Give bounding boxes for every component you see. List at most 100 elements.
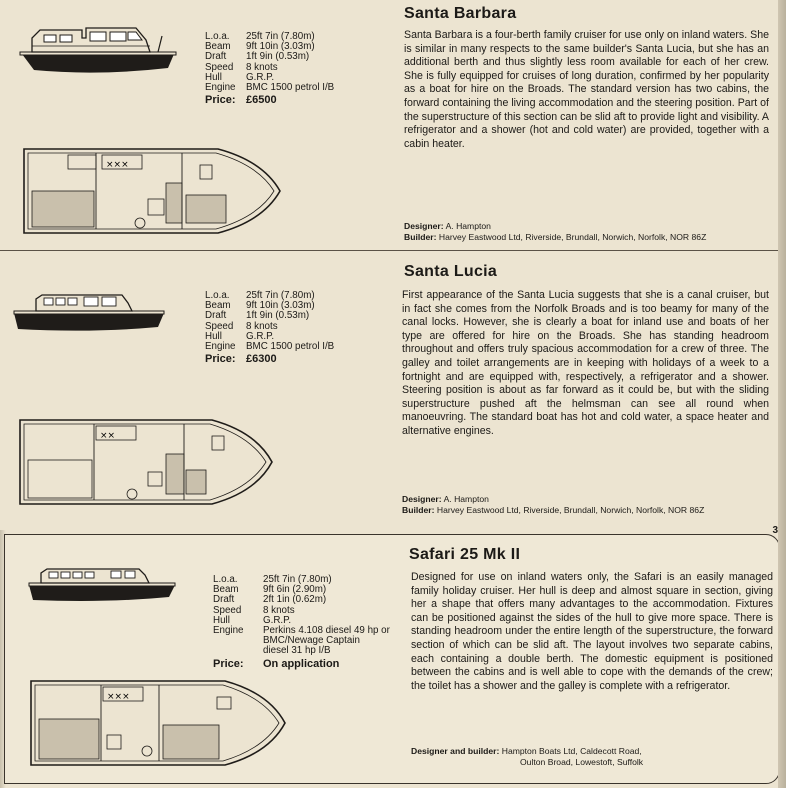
- spec-row: BMC/Newage Captain: [213, 636, 390, 646]
- boat-title: Safari 25 Mk II: [409, 546, 521, 563]
- spec-key: Beam: [205, 300, 231, 312]
- credits: Designer: A. Hampton Builder: Harvey Eas…: [402, 494, 704, 515]
- spec-value: 8 knots: [246, 61, 278, 73]
- spec-key: Engine: [213, 625, 244, 637]
- spec-key: Beam: [213, 584, 239, 596]
- spec-row: Engine BMC 1500 petrol I/B: [205, 82, 335, 94]
- boat-description: Designed for use on inland waters only, …: [411, 571, 773, 692]
- spec-row: Beam 9ft 10in (3.03m): [205, 300, 334, 312]
- spec-value: 2ft 1in (0.62m): [263, 594, 327, 606]
- spec-key: Speed: [213, 604, 242, 616]
- spec-row: Speed 8 knots: [205, 61, 334, 73]
- boat-description: First appearance of the Santa Lucia sugg…: [402, 289, 769, 437]
- spec-value: 8 knots: [263, 604, 295, 616]
- spec-value: 8 knots: [246, 320, 278, 332]
- credits: Designer and builder: Hampton Boats Ltd,…: [411, 746, 643, 767]
- page-fold-shadow: [0, 530, 6, 788]
- spec-row: Hull G.R.P.: [205, 330, 334, 342]
- designer-builder-line-1: Hampton Boats Ltd, Caldecott Road,: [501, 746, 642, 756]
- price-row: Price: £6500: [205, 93, 334, 107]
- spec-value: BMC 1500 petrol I/B: [246, 82, 335, 94]
- boat-profile-illustration: [13, 294, 165, 331]
- spec-value: G.R.P.: [246, 330, 275, 342]
- spec-row: Speed 8 knots: [205, 320, 334, 332]
- price-label: Price:: [205, 353, 236, 366]
- spec-key: Draft: [205, 51, 227, 63]
- builder-label: Builder:: [404, 231, 437, 242]
- spec-row: L.o.a.25ft 7in (7.80m): [205, 31, 334, 42]
- boat-title: Santa Lucia: [404, 263, 498, 280]
- spec-row: diesel 31 hp I/B: [213, 646, 390, 656]
- boat-entry-safari-25: L.o.a. 25ft 7in (7.80m) Beam 9ft 6in (2.90…: [4, 534, 780, 784]
- spec-row: Engine Perkins 4.108 diesel 49 hp or: [213, 625, 390, 637]
- spec-row: L.o.a. 25ft 7in (7.80m): [205, 290, 334, 301]
- spec-key: Draft: [205, 310, 227, 322]
- boat-profile-illustration: [19, 27, 177, 73]
- boat-profile-illustration: [28, 568, 176, 601]
- designer-builder-line-2: Oulton Broad, Lowestoft, Suffolk: [520, 756, 644, 767]
- spec-value: 1ft 9in (0.53m): [246, 310, 310, 322]
- price-label: Price:: [213, 657, 244, 670]
- builder-value: Harvey Eastwood Ltd, Riverside, Brundall…: [436, 504, 705, 515]
- spec-row: Beam 9ft 6in (2.90m): [213, 584, 390, 596]
- designer-value: A. Hampton: [445, 221, 491, 231]
- spec-key: Engine: [205, 82, 236, 94]
- spec-key: [213, 646, 263, 656]
- spec-key: L.o.a.: [205, 31, 230, 42]
- spec-value: BMC/Newage Captain: [263, 635, 360, 647]
- spec-value: 1ft 9in (0.53m): [246, 51, 310, 63]
- spec-key: Engine: [205, 341, 236, 353]
- spec-row: Draft 1ft 9in (0.53m): [205, 311, 334, 321]
- spec-value: 9ft 6in (2.90m): [263, 584, 327, 596]
- deck-plan-illustration: ××: [19, 419, 273, 505]
- spec-key: Hull: [205, 71, 222, 83]
- price-label: Price:: [205, 94, 236, 107]
- designer-builder-label: Designer and builder:: [411, 746, 500, 756]
- price-value: On application: [263, 657, 340, 670]
- spec-value: 9ft 10in (3.03m): [246, 300, 315, 312]
- spec-key: Hull: [213, 614, 230, 626]
- boat-entry-santa-barbara: L.o.a.25ft 7in (7.80m) Beam 9ft 10in (3.0…: [0, 0, 778, 250]
- builder-value: Harvey Eastwood Ltd, Riverside, Brundall…: [438, 231, 707, 242]
- spec-value: BMC 1500 petrol I/B: [246, 341, 335, 353]
- spec-value: diesel 31 hp I/B: [263, 645, 331, 657]
- svg-text:×××: ×××: [106, 160, 129, 170]
- spec-value: Perkins 4.108 diesel 49 hp or: [263, 625, 390, 637]
- spec-row: Engine BMC 1500 petrol I/B: [205, 341, 335, 353]
- spec-row: L.o.a. 25ft 7in (7.80m): [213, 574, 390, 585]
- spec-value: 25ft 7in (7.80m): [263, 574, 332, 585]
- deck-plan-illustration: ×××: [30, 680, 286, 766]
- spec-key: Speed: [205, 61, 234, 73]
- spec-value: 25ft 7in (7.80m): [246, 290, 315, 301]
- spec-value: 9ft 10in (3.03m): [246, 41, 315, 53]
- spec-key: Draft: [213, 594, 235, 606]
- price-row: Price: On application: [213, 657, 390, 669]
- designer-value: A. Hampton: [443, 494, 489, 504]
- spec-row: Hull G.R.P.: [205, 71, 334, 83]
- credits: Designer: A. Hampton Builder: Harvey Eas…: [404, 221, 706, 242]
- spec-table: L.o.a. 25ft 7in (7.80m) Beam 9ft 10in (3.0…: [205, 290, 335, 366]
- price-value: £6500: [246, 94, 277, 107]
- svg-text:×××: ×××: [107, 692, 130, 702]
- designer-label: Designer:: [402, 494, 442, 504]
- spec-key: Speed: [205, 320, 234, 332]
- spec-row: Speed 8 knots: [213, 604, 390, 616]
- boat-description: Santa Barbara is a four-berth family cru…: [404, 29, 769, 150]
- designer-label: Designer:: [404, 221, 444, 231]
- spec-value: G.R.P.: [246, 71, 275, 83]
- spec-table: L.o.a. 25ft 7in (7.80m) Beam 9ft 6in (2.90…: [213, 574, 390, 669]
- price-row: Price:£6300: [205, 352, 334, 366]
- spec-key: L.o.a.: [213, 574, 238, 585]
- builder-label: Builder:: [402, 504, 435, 515]
- spec-table: L.o.a.25ft 7in (7.80m) Beam 9ft 10in (3.0…: [205, 31, 335, 107]
- spec-row: Beam 9ft 10in (3.03m): [205, 41, 334, 53]
- page-edge: [778, 0, 786, 788]
- page-number: 3: [772, 525, 778, 536]
- spec-value: G.R.P.: [263, 614, 292, 626]
- spec-key: Beam: [205, 41, 231, 53]
- spec-key: L.o.a.: [205, 290, 230, 301]
- spec-row: Draft 2ft 1in (0.62m): [213, 595, 390, 605]
- spec-key: Hull: [205, 330, 222, 342]
- spec-row: Hull G.R.P.: [213, 614, 390, 626]
